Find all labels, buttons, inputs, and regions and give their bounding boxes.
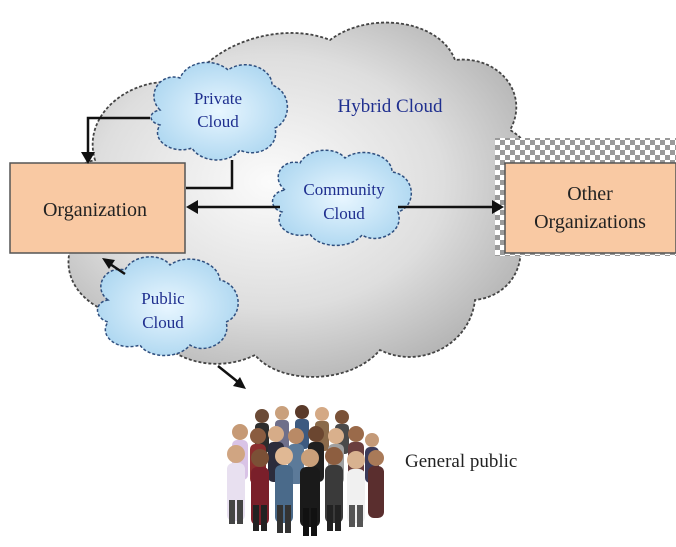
public-to-general-public-arrow xyxy=(217,365,246,389)
community-cloud-label-line2: Cloud xyxy=(323,204,365,223)
organization-box xyxy=(9,162,186,254)
organization-label: Organization xyxy=(43,199,147,221)
private-cloud-label-line2: Cloud xyxy=(197,112,239,131)
community-cloud-label-line1: Community xyxy=(303,180,385,199)
other-organizations-box xyxy=(504,162,676,254)
general-public-label: General public xyxy=(405,451,517,472)
community-to-organization-arrow xyxy=(186,200,280,214)
private-cloud-label-line1: Private xyxy=(194,89,242,108)
public-to-organization-arrow xyxy=(102,258,126,276)
public-cloud-label-line1: Public xyxy=(141,289,185,308)
crowd-image xyxy=(227,405,384,536)
hybrid-cloud-label: Hybrid Cloud xyxy=(337,96,443,117)
organization-to-private-connector xyxy=(186,160,234,190)
private-to-organization-arrow xyxy=(81,116,150,164)
community-cloud-shape xyxy=(271,149,413,247)
private-cloud-shape xyxy=(150,61,289,161)
community-to-other-organizations-arrow xyxy=(398,200,504,214)
public-cloud-shape xyxy=(96,256,239,357)
other-organizations-label-line1: Other xyxy=(567,183,613,205)
other-organizations-label-line2: Organizations xyxy=(534,211,646,233)
public-cloud-label-line2: Cloud xyxy=(142,313,184,332)
